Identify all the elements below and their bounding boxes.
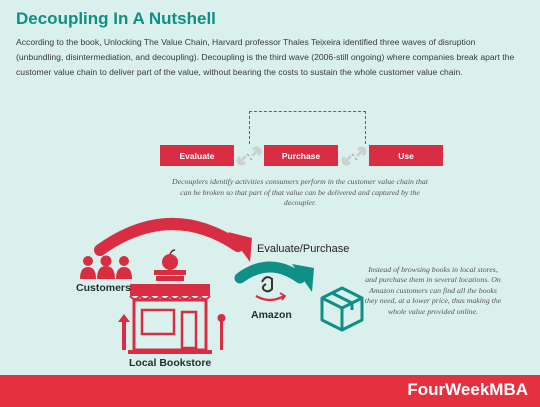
step-evaluate: Evaluate xyxy=(160,145,234,166)
teal-arrow xyxy=(234,261,306,284)
page-title: Decoupling In A Nutshell xyxy=(16,9,216,28)
bookstore-icon xyxy=(118,249,226,354)
customers-label: Customers xyxy=(76,282,131,294)
step-purchase: Purchase xyxy=(264,145,338,166)
chain-caption: Decouplers identify activities consumers… xyxy=(172,177,428,208)
amazon-note: Instead of browsing books in local store… xyxy=(364,265,502,316)
decoupling-bracket xyxy=(249,111,366,144)
broken-link-icon xyxy=(236,146,262,166)
red-arrowhead xyxy=(228,232,252,262)
intro-paragraph: According to the book, Unlocking The Val… xyxy=(16,37,515,78)
brand-name: FourWeekMBA xyxy=(407,380,528,399)
amazon-logo-icon xyxy=(255,276,287,302)
step-use: Use xyxy=(369,145,443,166)
footer-bar: FourWeekMBA xyxy=(0,375,540,407)
amazon-label: Amazon xyxy=(251,309,292,321)
teal-arrowhead xyxy=(292,264,314,292)
customers-icon xyxy=(80,255,132,279)
broken-link-icon xyxy=(341,146,367,166)
decoupled-label: Evaluate/Purchase xyxy=(257,243,350,255)
package-icon xyxy=(320,286,364,332)
bookstore-label: Local Bookstore xyxy=(129,357,212,369)
red-arrow xyxy=(94,217,244,256)
